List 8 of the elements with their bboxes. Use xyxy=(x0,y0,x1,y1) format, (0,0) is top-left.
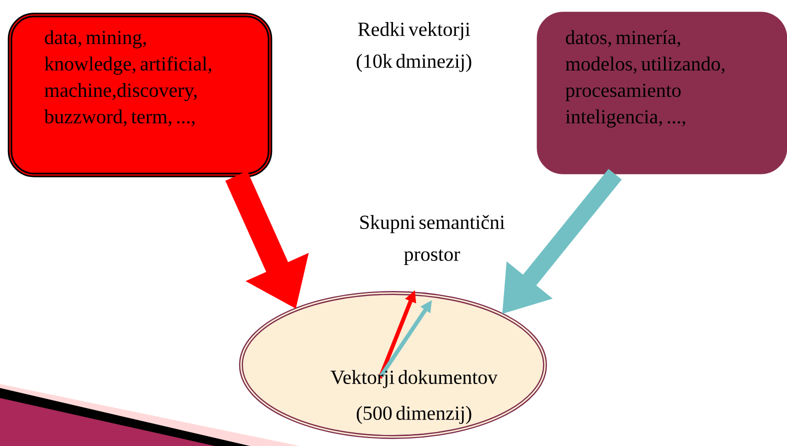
word-list-box xyxy=(536,12,787,174)
word-list-box xyxy=(8,12,272,178)
annotation-text: Redki vektorji (10k dminezij) xyxy=(356,22,472,72)
word-list-text: datos, minería, modelos, utilizando, procesamiento inteligencia, ..., xyxy=(566,30,724,128)
document-space-ellipse xyxy=(239,291,547,439)
ellipse-text: Vektorji dokumentov (500 dimenzij) xyxy=(330,370,498,424)
annotation-text: Skupni semantični prostor xyxy=(360,215,505,265)
word-list-text: data, mining, knowledge, artificial, machine,discovery, buzzword, term, ..., xyxy=(44,30,212,126)
